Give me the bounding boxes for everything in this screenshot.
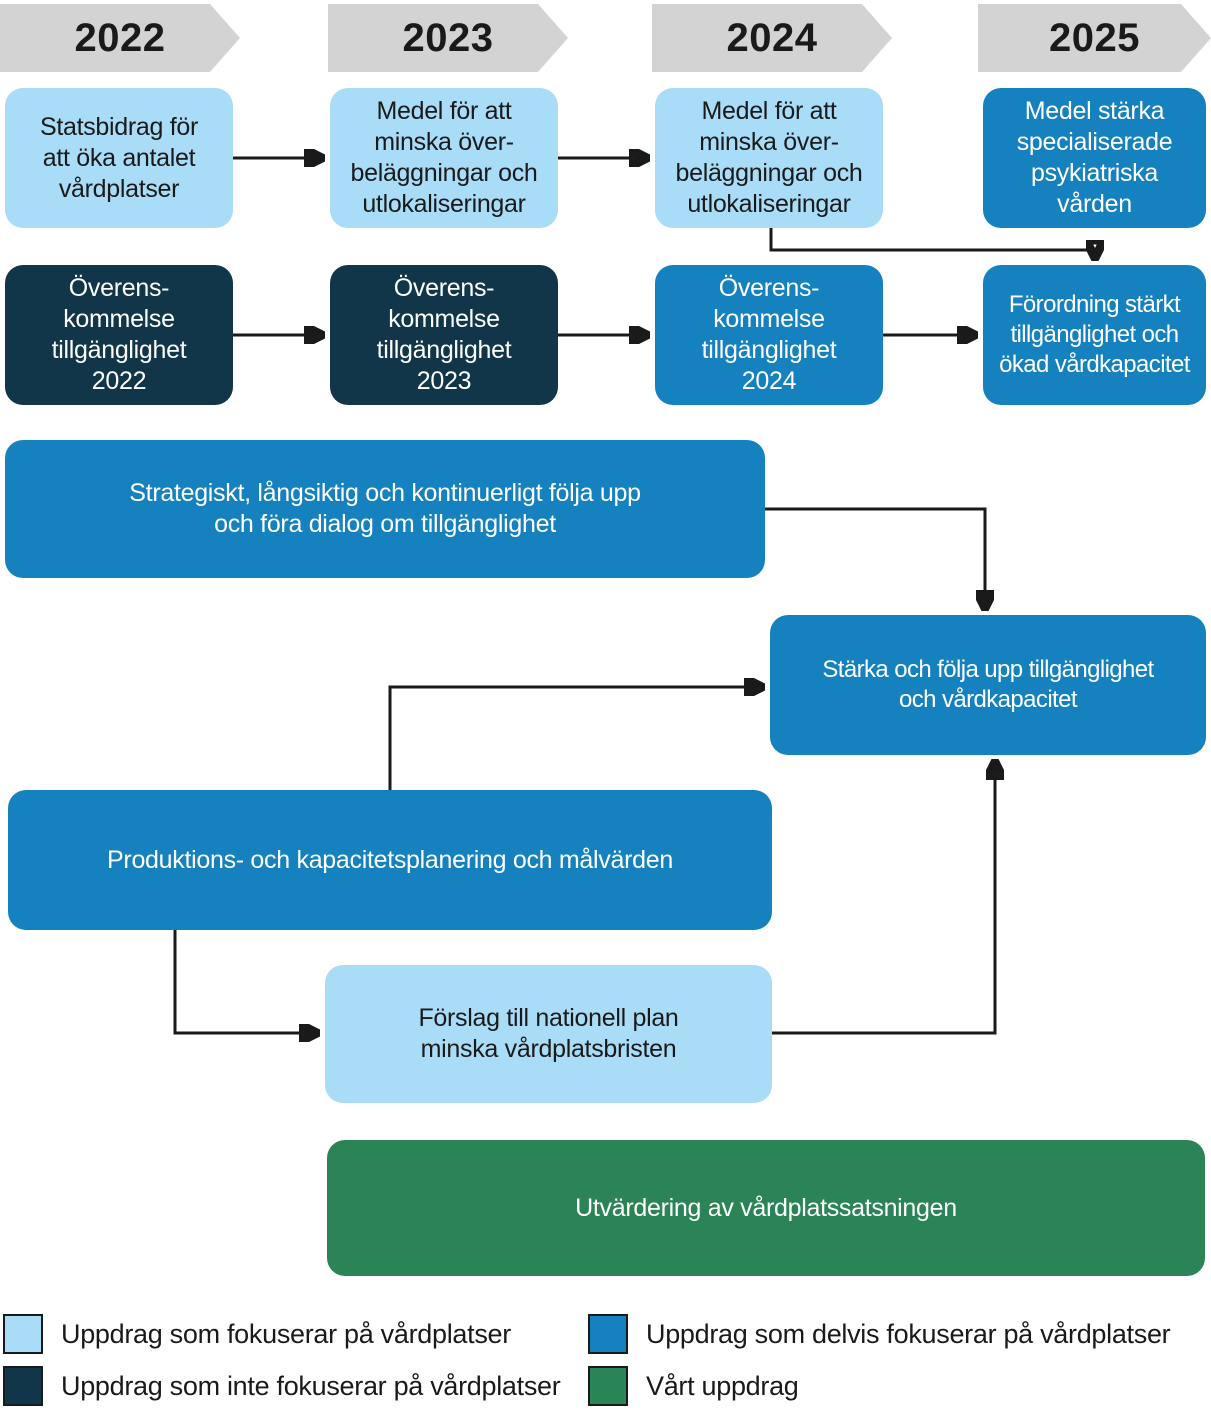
box-forslag-nationell-plan: Förslag till nationell plan minska vårdp… xyxy=(325,965,772,1103)
legend-label-not-focus: Uppdrag som inte fokuserar på vårdplatse… xyxy=(61,1370,561,1401)
legend-label-ours: Vårt uppdrag xyxy=(646,1370,799,1401)
year-label: 2023 xyxy=(402,15,494,60)
legend-swatch-partial-icon xyxy=(588,1314,628,1354)
chevron-2025: 2025 xyxy=(978,4,1211,72)
legend-label-partial: Uppdrag som delvis fokuserar på vårdplat… xyxy=(646,1318,1171,1349)
box-overenskommelse-2022: Överens- kommelse tillgänglighet 2022 xyxy=(5,265,233,405)
box-forordning-2025: Förordning stärkt tillgänglighet och öka… xyxy=(983,265,1206,405)
connector-strategiskt-to-starka xyxy=(765,507,985,608)
chevron-2024: 2024 xyxy=(652,4,892,72)
legend-item-partial: Uppdrag som delvis fokuserar på vårdplat… xyxy=(588,1313,1171,1355)
legend-item-focus: Uppdrag som fokuserar på vårdplatser xyxy=(3,1313,511,1355)
connector-forslag-to-starka xyxy=(772,762,995,1035)
year-label: 2022 xyxy=(74,15,166,60)
box-starka-folja-upp: Stärka och följa upp tillgänglighet och … xyxy=(770,615,1206,755)
box-medel-2023: Medel för att minska över- beläggningar … xyxy=(330,88,558,228)
legend-swatch-focus-icon xyxy=(3,1314,43,1354)
box-produktions-kapacitetsplanering: Produktions- och kapacitetsplanering och… xyxy=(8,790,772,930)
chevron-2022: 2022 xyxy=(0,4,240,72)
year-label: 2024 xyxy=(726,15,818,60)
connector-produktions-to-starka xyxy=(388,687,762,790)
legend-label-focus: Uppdrag som fokuserar på vårdplatser xyxy=(61,1318,511,1349)
legend-swatch-ours-icon xyxy=(588,1366,628,1406)
chevron-2023: 2023 xyxy=(328,4,568,72)
legend-swatch-not-focus-icon xyxy=(3,1366,43,1406)
box-strategiskt-uppfoljning: Strategiskt, långsiktig och kontinuerlig… xyxy=(5,440,765,578)
legend-item-not-focus: Uppdrag som inte fokuserar på vårdplatse… xyxy=(3,1365,561,1407)
legend-item-ours: Vårt uppdrag xyxy=(588,1365,799,1407)
box-medel-2024: Medel för att minska över- beläggningar … xyxy=(655,88,883,228)
box-statsbidrag-2022: Statsbidrag för att öka antalet vårdplat… xyxy=(5,88,233,228)
box-utvardering-vardplatssatsningen: Utvärdering av vårdplatssatsningen xyxy=(327,1140,1205,1276)
year-label: 2025 xyxy=(1049,15,1140,60)
box-overenskommelse-2023: Överens- kommelse tillgänglighet 2023 xyxy=(330,265,558,405)
connector-medel2024-to-forordning xyxy=(769,228,1095,258)
connector-produktions-to-forslag xyxy=(173,930,317,1033)
box-medel-psykiatri-2025: Medel stärka specialiserade psykiatriska… xyxy=(983,88,1206,228)
box-overenskommelse-2024: Överens- kommelse tillgänglighet 2024 xyxy=(655,265,883,405)
